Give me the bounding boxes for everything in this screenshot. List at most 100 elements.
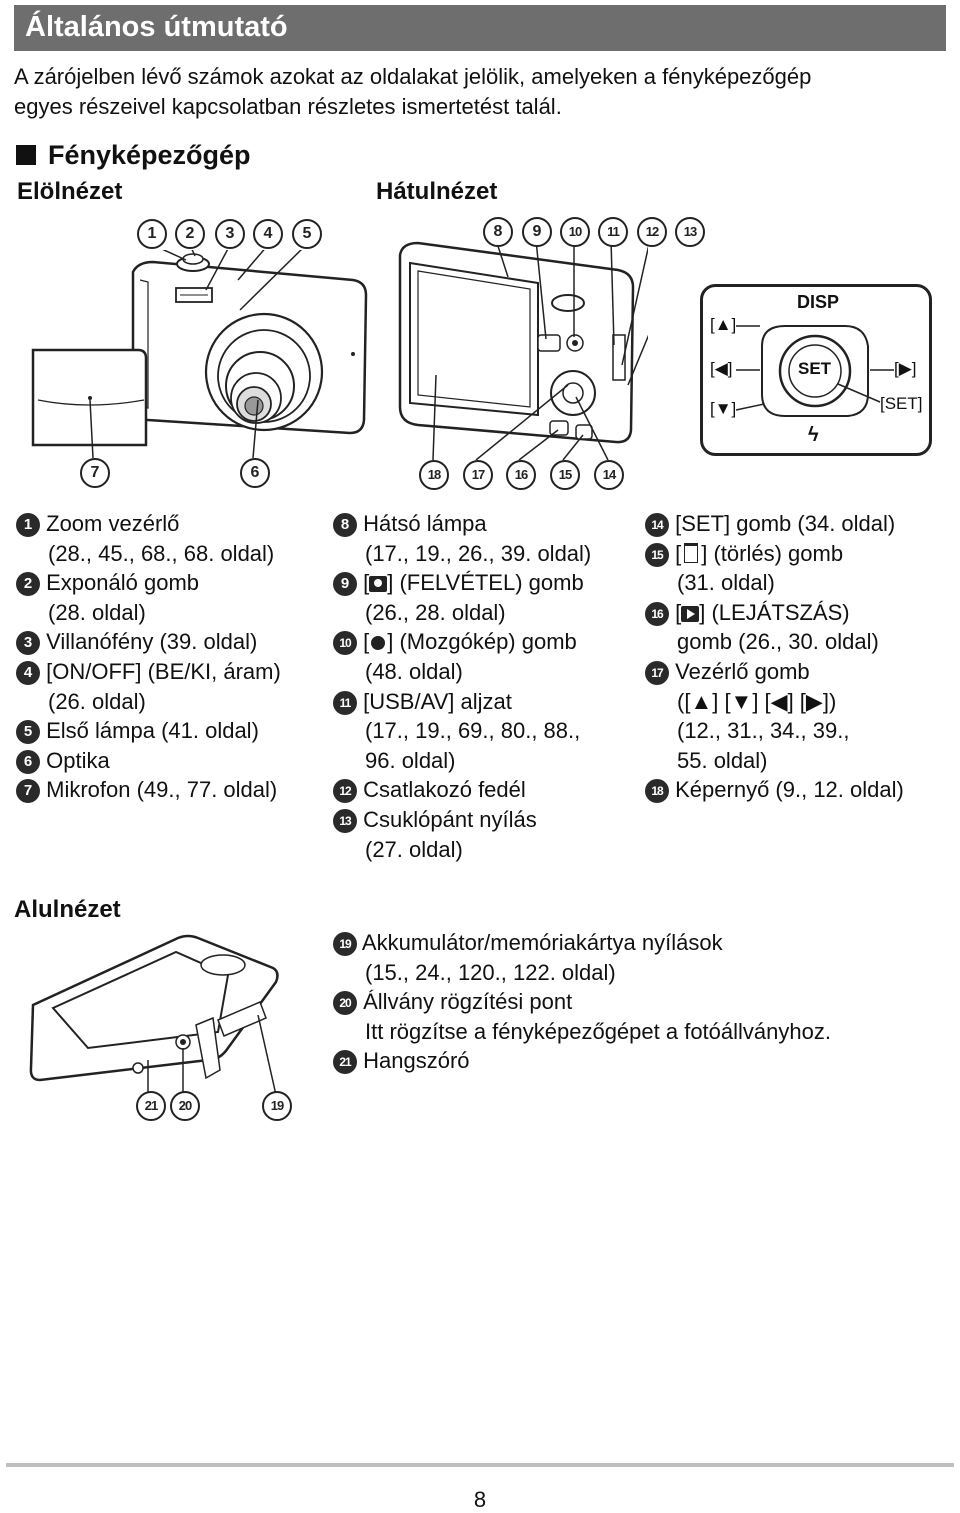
part-detail: (48. oldal) <box>365 658 463 684</box>
section-title: Fényképezőgép <box>16 140 251 171</box>
front-view-label: Elölnézet <box>17 178 123 205</box>
part-number-badge: 12 <box>333 779 357 804</box>
part-number-badge: 15 <box>645 542 669 567</box>
part-number-badge: 20 <box>333 991 357 1016</box>
part-label: Hátsó lámpa <box>363 511 487 536</box>
part-label: Mikrofon (49., 77. oldal) <box>46 777 278 803</box>
part-detail: 96. oldal) <box>365 747 456 773</box>
callout-10: 10 <box>560 217 590 247</box>
part-item-1: 1 Zoom vezérlő (28., 45., 68., 68. oldal) <box>16 509 281 568</box>
part-item-8: 8 Hátsó lámpa(17., 19., 26., 39. oldal) <box>333 509 591 568</box>
part-detail: (26., 28. oldal) <box>365 599 506 625</box>
part-item-4: 4 [ON/OFF] (BE/KI, áram) (26. oldal) <box>16 657 281 716</box>
part-detail: (28. oldal) <box>48 599 146 625</box>
part-detail: ([▲] [▼] [◀] [▶]) <box>677 688 837 714</box>
pad-down-label: [▼] <box>710 399 737 418</box>
part-label: Csuklópánt nyílás <box>363 806 537 832</box>
part-label: Akkumulátor/memóriakártya nyílások <box>361 930 723 955</box>
square-bullet-icon <box>16 145 36 165</box>
header-bar: Általános útmutató <box>14 5 946 51</box>
callout-9: 9 <box>522 217 552 247</box>
bottom-view-label: Alulnézet <box>14 896 121 923</box>
part-item-19: 19 Akkumulátor/memóriakártya nyílások(15… <box>333 928 831 987</box>
callout-1: 1 <box>137 219 167 249</box>
camera-back-diagram <box>388 235 648 460</box>
back-view-label: Hátulnézet <box>376 178 498 205</box>
part-detail: (17., 19., 69., 80., 88., <box>365 718 581 744</box>
callout-11: 11 <box>598 217 628 247</box>
part-item-13: 13 Csuklópánt nyílás (27. oldal) <box>333 805 591 864</box>
camera-front-diagram <box>28 250 378 460</box>
part-label: Állvány rögzítési pont <box>363 989 573 1015</box>
part-detail: (31. oldal) <box>677 570 775 596</box>
part-number-badge: 9 <box>333 572 357 597</box>
part-number-badge: 21 <box>333 1050 357 1075</box>
part-number-badge: 18 <box>645 779 669 804</box>
camera-bottom-svg <box>29 934 279 1095</box>
page-title: Általános útmutató <box>25 11 288 43</box>
callout-16: 16 <box>506 460 536 490</box>
callout-12: 12 <box>637 217 667 247</box>
callout-20: 20 <box>170 1091 200 1121</box>
record-dot-icon <box>371 636 386 651</box>
callout-18: 18 <box>419 460 449 490</box>
part-item-6: 6 Optika <box>16 746 281 776</box>
callout-13: 13 <box>675 217 705 247</box>
part-number-badge: 1 <box>16 513 40 537</box>
part-detail: (28., 45., 68., 68. oldal) <box>48 540 275 566</box>
flash-icon: ϟ <box>808 424 819 446</box>
part-label: Képernyő (9., 12. oldal) <box>675 777 904 803</box>
camera-front-svg <box>31 250 368 459</box>
part-label: [ON/OFF] (BE/KI, áram) <box>46 658 281 684</box>
part-item-2: 2 Exponáló gomb(28. oldal) <box>16 568 281 627</box>
part-number-badge: 5 <box>16 720 40 745</box>
part-detail: Itt rögzítse a fényképezőgépet a fotóáll… <box>365 1018 831 1044</box>
camera-icon <box>369 576 388 593</box>
part-item-3: 3 Villanófény (39. oldal) <box>16 627 281 657</box>
part-item-18: 18 Képernyő (9., 12. oldal) <box>645 775 904 805</box>
part-number-badge: 4 <box>16 660 40 685</box>
part-item-21: 21 Hangszóró <box>333 1046 831 1076</box>
callout-19: 19 <box>262 1091 292 1121</box>
play-icon <box>681 605 700 622</box>
control-pad-svg <box>700 284 932 456</box>
pad-up-label: [▲] <box>710 315 737 334</box>
part-item-14: 14 [SET] gomb (34. oldal) <box>645 509 904 539</box>
page-number: 8 <box>473 1487 487 1512</box>
part-item-10: 10 [] (Mozgókép) gomb(48. oldal) <box>333 627 591 686</box>
callout-4: 4 <box>253 219 283 249</box>
part-number-badge: 13 <box>333 808 357 833</box>
part-number-badge: 17 <box>645 660 669 685</box>
intro-text: A zárójelben lévő számok azokat az oldal… <box>14 62 944 122</box>
intro-line-1: A zárójelben lévő számok azokat az oldal… <box>14 64 812 89</box>
callout-17: 17 <box>463 460 493 490</box>
part-item-7: 7 Mikrofon (49., 77. oldal) <box>16 775 281 805</box>
part-number-badge: 3 <box>16 631 40 656</box>
part-number-badge: 16 <box>645 601 669 626</box>
part-detail: 55. oldal) <box>677 747 768 773</box>
part-detail: (15., 24., 120., 122. oldal) <box>365 959 616 985</box>
part-label: Optika <box>46 747 110 773</box>
part-detail: (12., 31., 34., 39., <box>677 718 850 744</box>
part-detail: (26. oldal) <box>48 688 146 714</box>
part-detail: (27. oldal) <box>365 836 463 862</box>
pad-set-bracket-label: [SET] <box>880 394 923 413</box>
callout-8: 8 <box>483 217 513 247</box>
part-label: Első lámpa (41. oldal) <box>46 718 259 744</box>
part-item-11: 11 [USB/AV] aljzat(17., 19., 69., 80., 8… <box>333 687 591 776</box>
callout-15: 15 <box>550 460 580 490</box>
part-label: Zoom vezérlő <box>46 511 180 536</box>
callout-5: 5 <box>292 219 322 249</box>
trash-icon <box>684 542 699 563</box>
part-item-9: 9 [] (FELVÉTEL) gomb(26., 28. oldal) <box>333 568 591 627</box>
part-label: Villanófény (39. oldal) <box>46 629 258 655</box>
part-number-badge: 6 <box>16 749 40 774</box>
parts-column-2: 8 Hátsó lámpa(17., 19., 26., 39. oldal)9… <box>333 509 591 864</box>
control-pad-inset: DISP SET [▲] [◀] [▼] [▶] [SET] ϟ <box>700 284 932 456</box>
part-label: Exponáló gomb <box>46 570 200 596</box>
part-number-badge: 14 <box>645 513 669 537</box>
part-detail: gomb (26., 30. oldal) <box>677 629 879 655</box>
pad-set-label: SET <box>798 359 832 378</box>
callout-6: 6 <box>240 458 270 488</box>
